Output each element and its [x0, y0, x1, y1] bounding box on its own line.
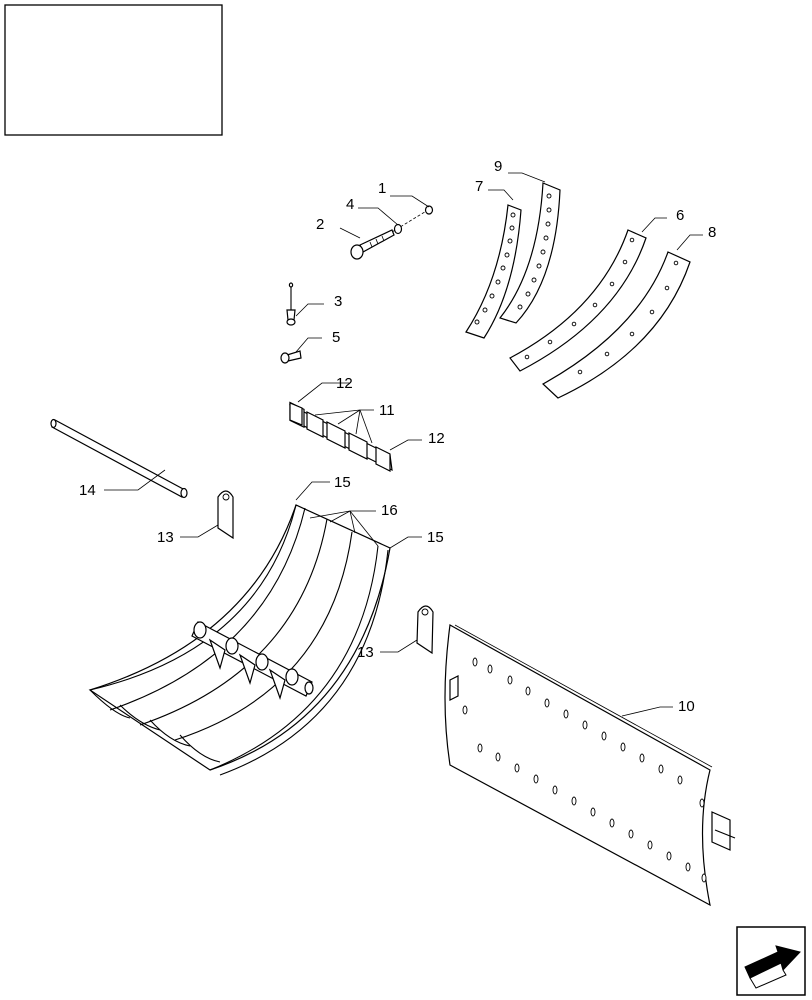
part-strip-9	[498, 182, 561, 324]
part-small-bolt	[280, 350, 302, 364]
part-rivet	[286, 282, 296, 326]
callout-1: 1	[378, 180, 386, 197]
part-bar-8	[541, 251, 691, 399]
part-bracket-upper	[217, 490, 234, 540]
callout-16: 16	[381, 502, 398, 519]
part-blocks-row	[289, 401, 393, 472]
callout-8: 8	[708, 224, 716, 241]
callout-13-upper: 13	[157, 529, 174, 546]
part-plate	[444, 624, 736, 907]
callout-14: 14	[79, 482, 96, 499]
callout-15-lower: 15	[427, 529, 444, 546]
callout-2: 2	[316, 216, 324, 233]
title-frame	[4, 4, 223, 136]
callout-3: 3	[334, 293, 342, 310]
part-strip-7	[465, 204, 522, 339]
callout-11: 11	[379, 402, 395, 419]
leader-lines	[104, 172, 703, 717]
part-bolt	[350, 229, 395, 260]
callout-labels: 1 2 3 4 5 6 7 8 9 10 11 12 12 13 13 14 1…	[79, 158, 716, 715]
callout-6: 6	[676, 207, 684, 224]
callout-9: 9	[494, 158, 502, 175]
callout-4: 4	[346, 196, 354, 213]
part-washer	[393, 223, 403, 235]
part-bar-6	[509, 229, 647, 372]
part-trough	[88, 504, 391, 776]
callout-10: 10	[678, 698, 695, 715]
callout-12-lower: 12	[428, 430, 445, 447]
callout-13-lower: 13	[357, 644, 374, 661]
callout-5: 5	[332, 329, 340, 346]
part-rod	[50, 418, 188, 499]
plate-slots	[462, 657, 707, 883]
callout-7: 7	[475, 178, 483, 195]
next-page-arrow-icon[interactable]	[736, 926, 806, 996]
callout-15-upper: 15	[334, 474, 351, 491]
strip-holes	[474, 193, 552, 325]
part-bracket-lower	[416, 605, 434, 655]
callout-12-upper: 12	[336, 375, 353, 392]
